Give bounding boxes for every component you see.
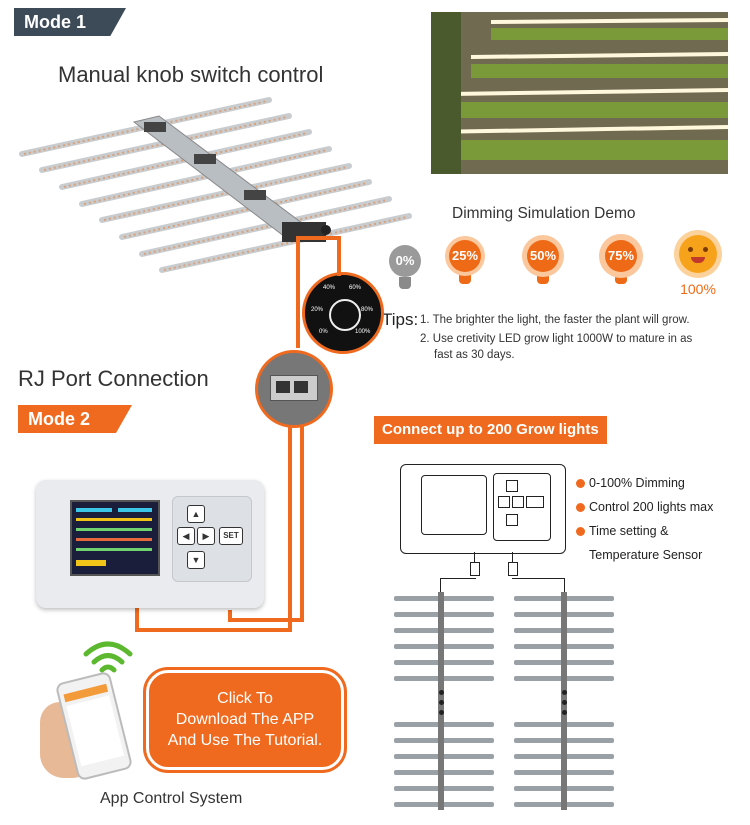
knob-label-40: 40% [323, 285, 336, 291]
wire-7 [135, 628, 292, 632]
controller-screen [70, 500, 160, 576]
rj-port-photo [255, 350, 333, 428]
controller-keypad: ▲ ◀ ▶ SET ▼ [172, 496, 252, 582]
fixture-left-8 [394, 738, 494, 743]
diagram-drop-left [440, 578, 441, 592]
tip-1: 1. The brighter the light, the faster th… [420, 314, 690, 326]
feature-control: Control 200 lights max [576, 500, 713, 514]
bulb-0-label: 0% [395, 253, 415, 268]
left-button[interactable]: ◀ [177, 527, 195, 545]
knob-label-0: 0% [319, 329, 328, 335]
ellipsis-dot-r3 [562, 710, 567, 715]
knob-label-80: 80% [361, 307, 374, 313]
fixture-left-2 [394, 612, 494, 617]
diagram-bus-left [440, 578, 476, 579]
tip-2-cont: fast as 30 days. [434, 349, 515, 361]
bulb-75: 75% [598, 240, 644, 284]
rj-title: RJ Port Connection [18, 366, 209, 391]
wire-3 [337, 236, 341, 276]
download-app-line-1: Click To [217, 690, 273, 707]
controller-unit: ▲ ◀ ▶ SET ▼ [36, 480, 264, 608]
wire-1 [296, 236, 300, 348]
download-app-button[interactable]: Click To Download The APP And Use The Tu… [146, 670, 344, 770]
knob-label-60: 60% [349, 285, 362, 291]
knob-label-100: 100% [355, 329, 371, 335]
fixture-left-6 [394, 676, 494, 681]
bulb-50-label: 50% [529, 248, 557, 263]
grow-light-fixture-image [19, 97, 412, 273]
feature-temp: Temperature Sensor [589, 548, 703, 562]
phone-image [40, 670, 134, 782]
fixture-left-5 [394, 660, 494, 665]
fixture-left-3 [394, 628, 494, 633]
download-app-line-3: And Use The Tutorial. [167, 732, 323, 749]
fixture-left-7 [394, 722, 494, 727]
set-button[interactable]: SET [219, 527, 243, 545]
knob-label-20: 20% [311, 307, 324, 313]
mode2-tag: Mode 2 [18, 405, 132, 433]
mode1-title: Manual knob switch control [58, 62, 324, 87]
connect-title: Connect up to 200 Grow lights [374, 416, 607, 444]
feature-time: Time setting & [576, 524, 668, 538]
sun-icon [679, 235, 717, 273]
wire-4 [288, 420, 292, 630]
ellipsis-dot-r1 [562, 690, 567, 695]
fixture-left-10 [394, 770, 494, 775]
bulb-75-label: 75% [607, 248, 635, 263]
wire-9 [228, 618, 304, 622]
dimmer-knob: 40% 60% 20% 80% 0% 100% [302, 272, 384, 354]
app-caption: App Control System [100, 790, 243, 807]
fixture-left-11 [394, 786, 494, 791]
greenhouse-photo [431, 12, 728, 174]
bulb-25-label: 25% [451, 248, 479, 263]
wire-2 [296, 236, 341, 240]
up-button[interactable]: ▲ [187, 505, 205, 523]
diagram-plug-right [508, 562, 518, 576]
bulb-50: 50% [520, 240, 566, 284]
down-button[interactable]: ▼ [187, 551, 205, 569]
tip-2: 2. Use cretivity LED grow light 1000W to… [420, 333, 693, 345]
diagram-plug-left [470, 562, 480, 576]
right-button[interactable]: ▶ [197, 527, 215, 545]
bulb-100-label: 100% [680, 281, 716, 297]
wire-8 [228, 610, 232, 622]
controller-diagram [400, 464, 566, 554]
wire-5 [300, 420, 304, 620]
wire-6 [135, 605, 139, 631]
diagram-bus-right [512, 578, 564, 579]
fixture-left-9 [394, 754, 494, 759]
bulb-25: 25% [442, 240, 488, 284]
feature-dimming: 0-100% Dimming [576, 476, 685, 490]
ellipsis-dot-l3 [439, 710, 444, 715]
tips-label: Tips: [382, 310, 419, 329]
download-app-line-2: Download The APP [175, 711, 315, 728]
bulb-100: 100% [670, 235, 726, 297]
fixture-left-1 [394, 596, 494, 601]
ellipsis-dot-l2 [439, 700, 444, 705]
bulb-0: 0% [382, 245, 428, 289]
ellipsis-dot-r2 [562, 700, 567, 705]
mode1-tag: Mode 1 [14, 8, 126, 36]
dimming-title: Dimming Simulation Demo [452, 205, 636, 222]
fixture-left-4 [394, 644, 494, 649]
fixture-left-12 [394, 802, 494, 807]
wifi-icon [83, 641, 133, 673]
ellipsis-dot-l1 [439, 690, 444, 695]
diagram-drop-right [564, 578, 565, 592]
